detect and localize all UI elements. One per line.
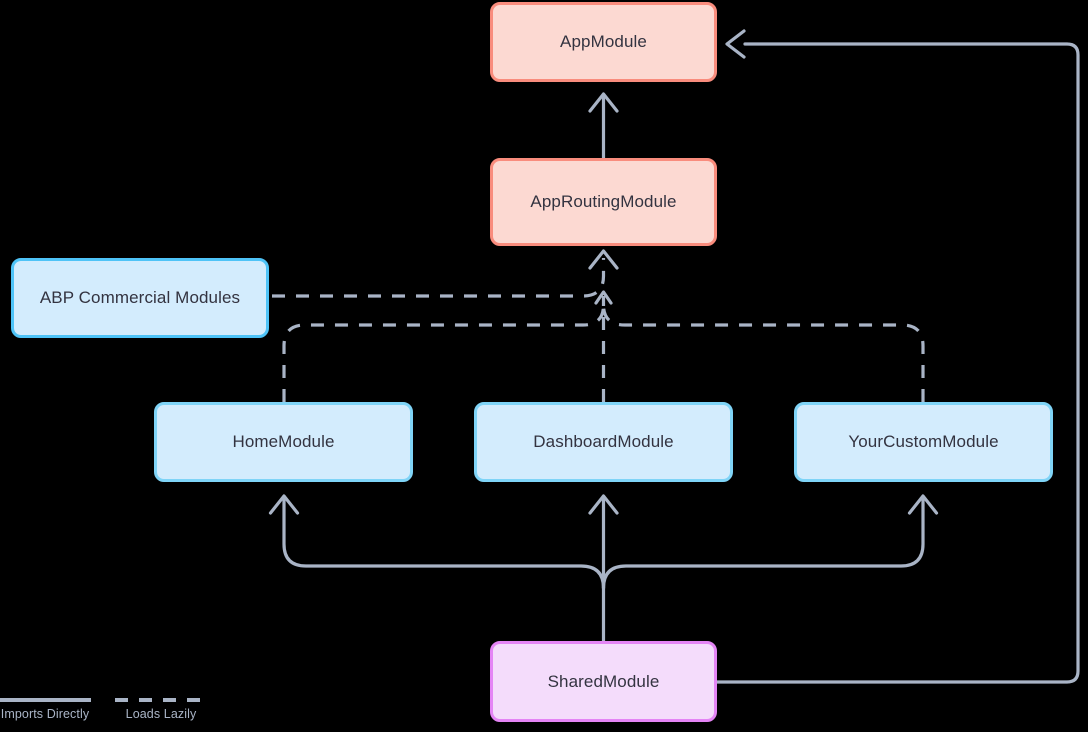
arrowhead-dashboardmodule-bottom — [588, 494, 619, 515]
node-your-custom-module-label: YourCustomModule — [848, 432, 999, 451]
legend-item-loads-lazily-label: Loads Lazily — [125, 707, 197, 721]
node-shared-module[interactable]: SharedModule — [490, 641, 717, 722]
edge-sharedmodule-to-yourcustommodule — [601, 498, 925, 590]
node-app-routing-module-label: AppRoutingModule — [530, 192, 677, 211]
edge-homemodule-to-approutingmodule — [282, 296, 606, 402]
node-dashboard-module-label: DashboardModule — [533, 432, 674, 451]
arrowhead-appmodule-bottom — [588, 92, 619, 113]
legend-dashed-line-swatch — [115, 698, 207, 702]
legend-item-imports-directly: Imports Directly — [0, 698, 105, 721]
node-app-module[interactable]: AppModule — [490, 2, 717, 82]
node-app-routing-module[interactable]: AppRoutingModule — [490, 158, 717, 246]
arrowhead-approutingmodule-lazy-junction — [594, 290, 613, 305]
node-dashboard-module[interactable]: DashboardModule — [474, 402, 733, 482]
edge-yourcustommodule-to-approutingmodule — [601, 296, 925, 402]
arrowhead-yourcustommodule-bottom — [907, 494, 939, 515]
arrowhead-appmodule-right — [725, 29, 746, 59]
node-home-module[interactable]: HomeModule — [154, 402, 413, 482]
arrowhead-homemodule-bottom — [268, 494, 300, 515]
node-abp-commercial-modules-label: ABP Commercial Modules — [39, 288, 241, 307]
edge-sharedmodule-to-homemodule — [282, 498, 606, 590]
node-app-module-label: AppModule — [560, 32, 647, 51]
edge-sharedmodule-to-appmodule — [715, 42, 1080, 684]
node-shared-module-label: SharedModule — [547, 671, 660, 691]
node-home-module-label: HomeModule — [232, 432, 335, 451]
legend-item-imports-directly-label: Imports Directly — [0, 707, 90, 721]
legend: Imports Directly Loads Lazily — [0, 698, 260, 732]
legend-item-loads-lazily: Loads Lazily — [101, 698, 221, 721]
legend-solid-line-swatch — [0, 698, 91, 702]
arrowhead-approutingmodule-bottom — [588, 249, 619, 270]
node-your-custom-module[interactable]: YourCustomModule — [794, 402, 1053, 482]
edge-abpcommercialmodules-to-approutingmodule — [272, 258, 606, 298]
node-abp-commercial-modules[interactable]: ABP Commercial Modules — [11, 258, 269, 338]
